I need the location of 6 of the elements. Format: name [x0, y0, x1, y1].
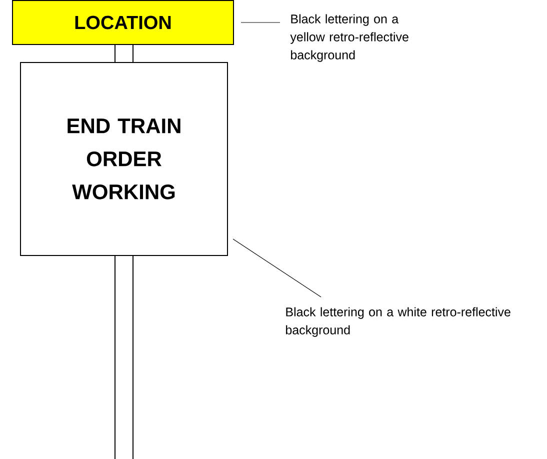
leader-line — [232, 238, 322, 298]
location-plate: LOCATION — [12, 0, 234, 45]
leader-line — [240, 22, 280, 23]
callout-text: Black lettering on a white retro-reflective background — [286, 307, 510, 337]
sign-board: END TRAIN ORDER WORKING — [20, 62, 228, 256]
callout-text: Black lettering on a yellow retro-reflective background — [290, 14, 408, 62]
